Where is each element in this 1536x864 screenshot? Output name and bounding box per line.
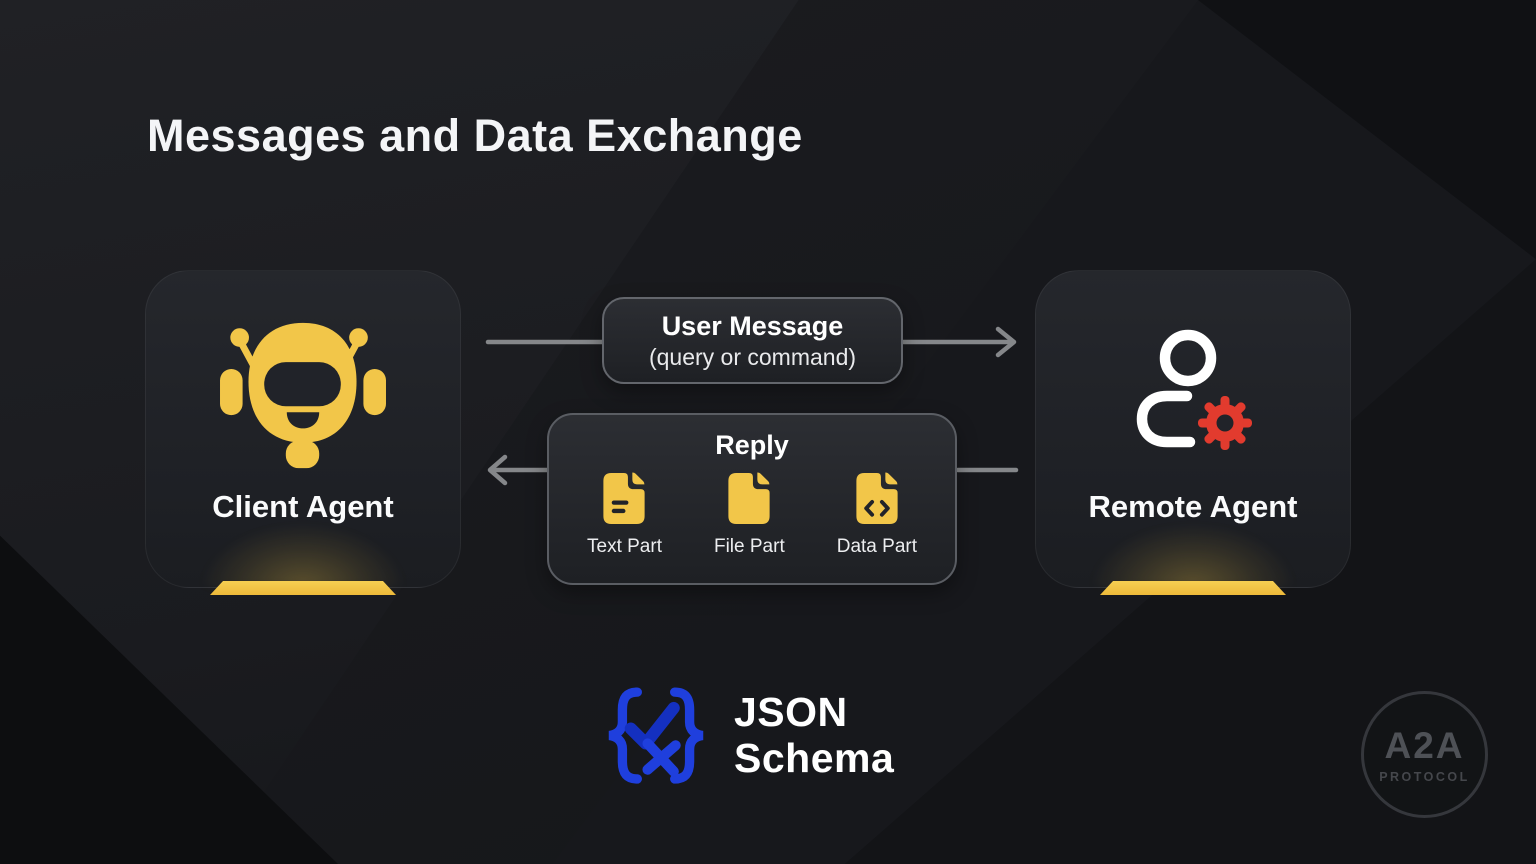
- reply-part-file: File Part: [714, 472, 785, 558]
- left-arrowhead-icon: [487, 454, 508, 486]
- reply-title: Reply: [715, 430, 789, 460]
- user-message-title: User Message: [661, 310, 844, 341]
- json-schema-line1: JSON: [734, 689, 848, 736]
- user-message-subtitle: (query or command): [648, 343, 857, 370]
- file-text-icon: [603, 472, 646, 525]
- json-schema-icon: [608, 687, 704, 784]
- json-schema-line2: Schema: [734, 735, 895, 781]
- page-title: Messages and Data Exchange: [147, 110, 803, 161]
- reply-part-label: File Part: [713, 536, 785, 557]
- person-gear-icon: [1136, 329, 1252, 450]
- a2a-badge-title: A2A: [1384, 725, 1465, 766]
- reply-part-label: Text Part: [587, 536, 662, 557]
- user-message-box: User Message (query or command): [602, 297, 903, 384]
- file-code-icon: [856, 472, 898, 525]
- json-schema-logo: JSON Schema: [600, 682, 894, 790]
- reply-part-data: Data Part: [837, 472, 917, 558]
- a2a-badge-subtitle: PROTOCOL: [1379, 770, 1470, 784]
- file-icon: [728, 472, 770, 525]
- reply-part-label: Data Part: [836, 536, 917, 557]
- reply-part-text: Text Part: [587, 472, 662, 558]
- reply-box: Reply Text Part File Part: [547, 413, 957, 585]
- remote-agent-label: Remote Agent: [1088, 489, 1298, 524]
- client-agent-label: Client Agent: [212, 489, 394, 524]
- client-agent-card: Client Agent: [145, 270, 461, 595]
- remote-agent-card: Remote Agent: [1035, 270, 1351, 595]
- a2a-protocol-badge: A2A PROTOCOL: [1361, 691, 1488, 818]
- robot-icon: [220, 322, 386, 468]
- json-schema-wordmark: JSON Schema: [734, 689, 895, 782]
- right-arrowhead-icon: [995, 326, 1017, 358]
